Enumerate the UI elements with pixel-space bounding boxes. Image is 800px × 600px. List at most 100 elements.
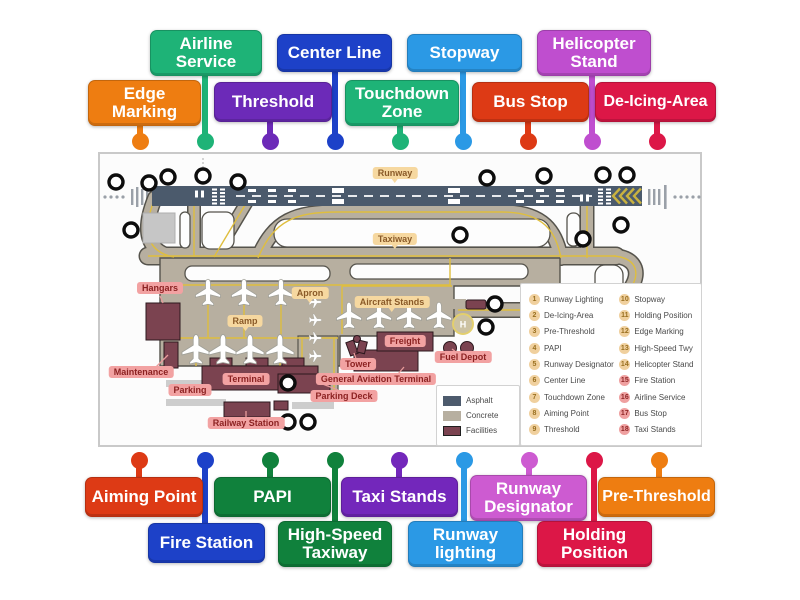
dot-taxi-stands	[390, 451, 408, 469]
answer-target[interactable]	[612, 216, 630, 234]
legend-number: 9	[529, 424, 540, 436]
drag-label-center-line[interactable]: Center Line	[277, 34, 392, 72]
drag-label-edge-marking[interactable]: Edge Marking	[88, 80, 201, 126]
dot-helicopter-stand	[583, 132, 601, 150]
drag-label-runway-designator[interactable]: Runway Designator	[470, 475, 587, 521]
answer-target[interactable]	[486, 295, 504, 313]
legend-label: Taxi Stands	[634, 425, 676, 435]
dot-stopway	[454, 132, 472, 150]
map-label-runway: Runway	[372, 167, 418, 183]
drag-label-papi[interactable]: PAPI	[214, 477, 331, 517]
drag-label-bus-stop[interactable]: Bus Stop	[472, 82, 589, 122]
legend-label: De-Icing-Area	[544, 310, 594, 320]
material-item: Concrete	[443, 410, 513, 421]
answer-target[interactable]	[229, 173, 247, 191]
drag-label-helicopter-stand[interactable]: Helicopter Stand	[537, 30, 651, 76]
drag-label-fire-station[interactable]: Fire Station	[148, 523, 265, 563]
map-label-parking: Parking	[168, 384, 212, 396]
map-label-aircraft-stands: Aircraft Stands	[354, 296, 430, 312]
dot-high-speed-taxiway	[326, 451, 344, 469]
drag-label-touchdown-zone[interactable]: Touchdown Zone	[345, 80, 459, 126]
legend-label: Stopway	[634, 294, 666, 304]
helipad-h: H	[460, 320, 467, 330]
answer-target[interactable]	[194, 167, 212, 185]
legend-label: Airline Service	[634, 392, 686, 402]
drag-label-holding-position[interactable]: Holding Position	[537, 521, 652, 567]
material-item: Facilities	[443, 425, 513, 436]
legend-number: 10	[619, 293, 631, 305]
drag-label-taxi-stands[interactable]: Taxi Stands	[341, 477, 458, 517]
stem-threshold	[267, 118, 273, 144]
dot-fire-station	[196, 451, 214, 469]
answer-target[interactable]	[279, 374, 297, 392]
legend-number: 18	[619, 424, 631, 436]
runway	[152, 158, 642, 206]
map-label-maintenance: Maintenance	[108, 366, 174, 378]
drag-label-stopway[interactable]: Stopway	[407, 34, 522, 72]
legend-number: 13	[619, 342, 631, 354]
material-label: Asphalt	[466, 396, 493, 405]
legend-number: 6	[529, 375, 540, 387]
answer-target[interactable]	[477, 318, 495, 336]
answer-target[interactable]	[574, 230, 592, 248]
map-label-parking-deck: Parking Deck	[310, 390, 378, 402]
answer-target[interactable]	[535, 167, 553, 185]
legend-number: 2	[529, 309, 540, 321]
answer-target[interactable]	[299, 413, 317, 431]
drag-label-pre-threshold[interactable]: Pre-Threshold	[598, 477, 715, 517]
legend-label: Touchdown Zone	[544, 392, 605, 402]
legend-number: 3	[529, 326, 540, 338]
helipad: H	[452, 313, 474, 335]
drag-label-threshold[interactable]: Threshold	[214, 82, 332, 122]
legend-label: Edge Marking	[634, 327, 684, 337]
map-label-hangars: Hangars	[136, 282, 184, 294]
legend-label: Center Line	[544, 376, 586, 386]
answer-target[interactable]	[159, 168, 177, 186]
map-label-ramp: Ramp	[227, 315, 263, 331]
legend-label: Aiming Point	[544, 408, 589, 418]
map-label-general-aviation-terminal: General Aviation Terminal	[315, 373, 437, 385]
drag-label-airline-service[interactable]: Airline Service	[150, 30, 262, 76]
answer-target[interactable]	[451, 226, 469, 244]
answer-target[interactable]	[107, 173, 125, 191]
answer-target[interactable]	[618, 166, 636, 184]
stem-helicopter-stand	[589, 72, 595, 144]
dot-runway-lighting	[455, 451, 473, 469]
material-label: Facilities	[466, 426, 498, 435]
approach-lights-right	[648, 185, 701, 209]
legend-label: Runway Designator	[544, 359, 614, 369]
legend-label: Bus Stop	[634, 408, 667, 418]
stem-runway-lighting	[461, 452, 467, 524]
map-label-taxiway: Taxiway	[372, 233, 418, 249]
answer-target[interactable]	[594, 166, 612, 184]
drag-label-aiming-point[interactable]: Aiming Point	[85, 477, 203, 517]
legend-label: PAPI	[544, 343, 562, 353]
map-label-apron: Apron	[291, 287, 329, 303]
drag-label-runway-lighting[interactable]: Runway lighting	[408, 521, 523, 567]
drag-label-high-speed-taxiway[interactable]: High-Speed Taxiway	[278, 521, 392, 567]
dot-papi	[261, 451, 279, 469]
stem-center-line	[332, 68, 338, 144]
stem-airline-service	[202, 72, 208, 144]
dot-bus-stop	[519, 132, 537, 150]
parking-strips	[166, 380, 334, 409]
answer-target[interactable]	[478, 169, 496, 187]
legend-number: 4	[529, 342, 540, 354]
legend-number: 12	[619, 326, 631, 338]
stem-holding-position	[591, 452, 597, 524]
answer-target[interactable]	[122, 221, 140, 239]
answer-target[interactable]	[140, 174, 158, 192]
dot-holding-position	[585, 451, 603, 469]
drag-label-de-icing-area[interactable]: De-Icing-Area	[595, 82, 716, 122]
bus	[465, 299, 487, 310]
